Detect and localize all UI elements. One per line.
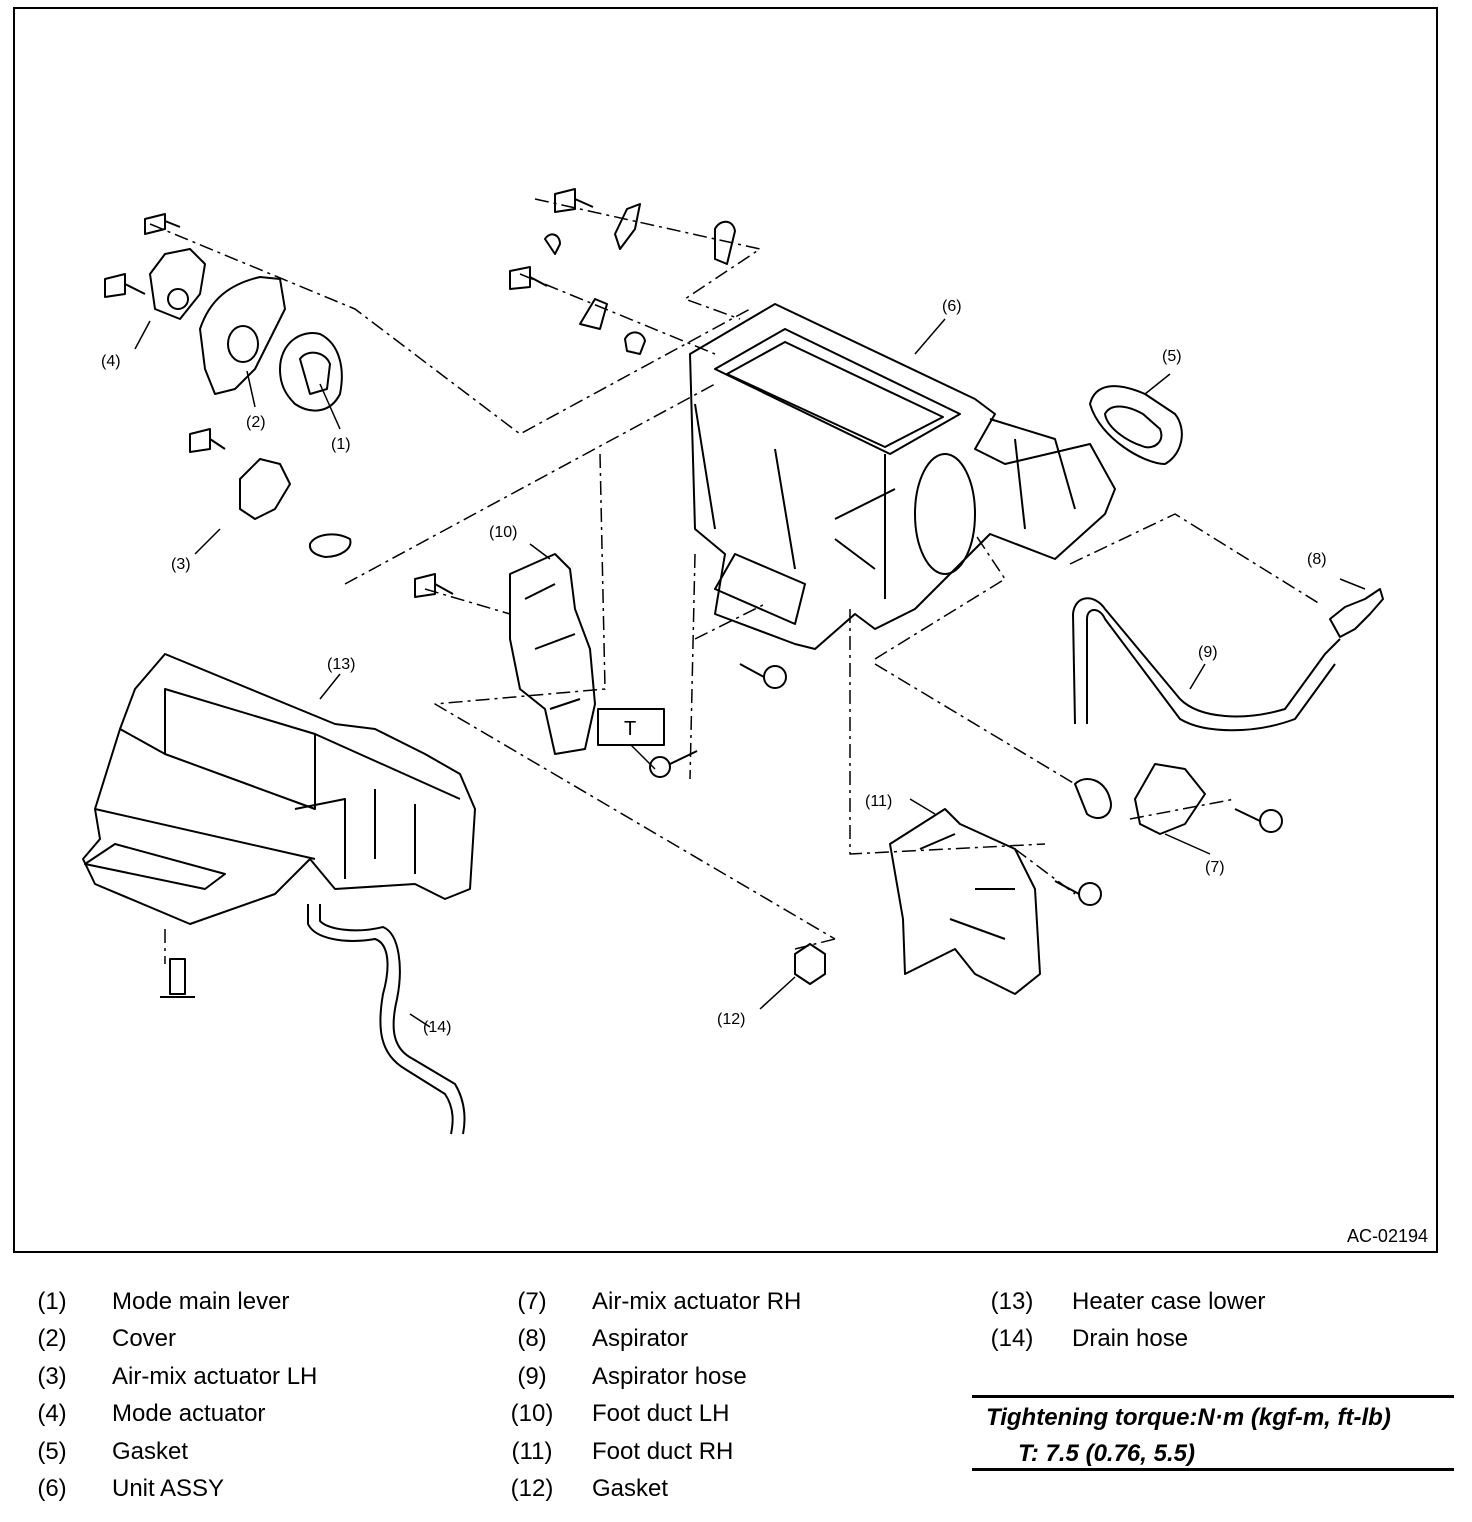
aspirator-drawing [1329,588,1384,638]
leader-lines [149,198,1321,964]
callout-1: (1) [331,436,351,453]
screws-drawing [104,188,1283,998]
drain-hose-drawing [307,904,466,1135]
torque-marker-label: T [624,718,636,740]
callout-14: (14) [423,1019,451,1036]
aspirator-hose-drawing [1072,597,1341,732]
torque-value: T: 7.5 (0.76, 5.5) [1018,1440,1195,1467]
callout-6: (6) [942,298,962,315]
callout-10: (10) [489,524,517,541]
torque-heading: Tightening torque:N·m (kgf-m, ft-lb) [986,1404,1391,1431]
foot-duct-lh-drawing [509,553,596,755]
mode-actuator-drawing [149,248,206,320]
diagram-frame: (1) (2) (3) (4) (5) (6) (7) (8) (9) (10)… [13,7,1438,1253]
linkage-levers-drawing [544,203,736,355]
tightening-torque-box: Tightening torque:N·m (kgf-m, ft-lb) T: … [972,1395,1454,1471]
callout-11: (11) [865,793,892,810]
gasket-12-drawing [794,943,826,985]
callout-7: (7) [1205,859,1225,876]
callout-3: (3) [171,556,191,573]
callout-5: (5) [1162,348,1182,365]
callout-13: (13) [327,656,355,673]
legend: (1)Mode main lever (2)Cover (3)Air-mix a… [37,1288,1266,1502]
diagram-code: AC-02194 [1346,1226,1428,1246]
air-mix-actuator-rh-drawing [1074,763,1206,835]
cover-drawing [199,276,286,395]
callout-8: (8) [1307,551,1327,568]
exploded-view-diagram: (1) (2) (3) (4) (5) (6) (7) (8) (9) (10)… [82,188,1384,1135]
foot-duct-rh-drawing [889,808,1041,995]
callout-12: (12) [717,1011,745,1028]
heater-case-lower-drawing [82,653,476,925]
gasket-5-drawing [1089,385,1183,465]
air-mix-actuator-lh-drawing [239,458,352,558]
callout-9: (9) [1198,644,1218,661]
unit-assy-drawing [689,303,1116,650]
mode-main-lever-drawing [279,332,343,412]
callout-leaders [134,318,1366,1028]
callout-labels: (1) (2) (3) (4) (5) (6) (7) (8) (9) (10)… [101,298,1327,1036]
callout-4: (4) [101,353,121,370]
callout-2: (2) [246,414,266,431]
